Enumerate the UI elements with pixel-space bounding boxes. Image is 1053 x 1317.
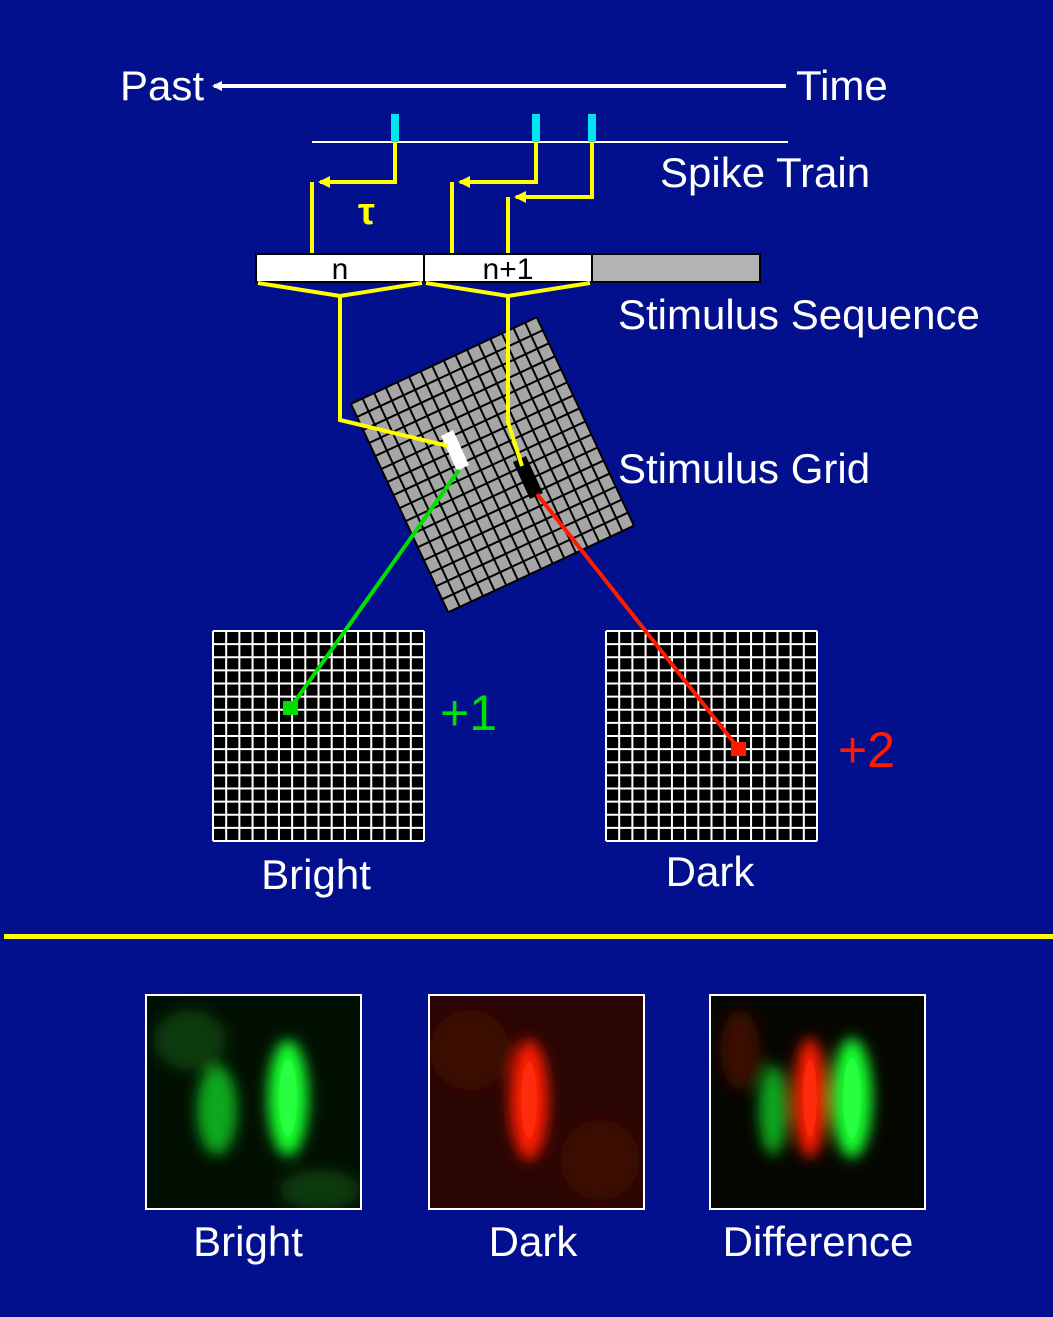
map-bright-label: Bright: [193, 1218, 303, 1265]
bright-increment-marker: [283, 701, 298, 715]
plus-two-label: +2: [838, 722, 895, 778]
stimulus-grid-label: Stimulus Grid: [618, 445, 870, 492]
time-label: Time: [796, 62, 888, 109]
tau-label: τ: [358, 191, 375, 233]
delay-arrow: [458, 142, 538, 188]
stimulus-grid-lines: [350, 316, 635, 614]
map-difference-label: Difference: [723, 1218, 914, 1265]
bright-grid-label: Bright: [261, 851, 371, 898]
dark-grid-label: Dark: [666, 848, 756, 895]
frame-n-to-grid-line: [338, 296, 449, 448]
stimulus-grid-cells: [350, 316, 635, 614]
spike-train-label: Spike Train: [660, 149, 870, 196]
dark-increment-marker: [731, 742, 746, 756]
dark-grid-lines: [605, 630, 818, 842]
dark-stimulus-bar: [513, 456, 543, 499]
spike-mark: [391, 114, 399, 142]
spike-mark: [588, 114, 596, 142]
stimulus-sequence-label: Stimulus Sequence: [618, 291, 980, 338]
spike-mark: [532, 114, 540, 142]
dark-receptive-field-map: [428, 994, 645, 1210]
stimulus-frame-n-label: n: [332, 253, 349, 286]
dark-accumulator-grid: [605, 630, 818, 842]
dark-mapping-line: [535, 492, 741, 751]
bright-stimulus-bar: [441, 430, 469, 471]
delay-arrow: [514, 142, 594, 203]
bright-receptive-field-map: [145, 994, 362, 1210]
stimulus-frame-future: [591, 253, 761, 283]
delay-arrow: [318, 142, 397, 188]
bright-accumulator-grid: [212, 630, 425, 842]
stimulus-frame-n1-label: n+1: [483, 253, 534, 286]
section-divider: [4, 934, 1053, 939]
past-label: Past: [120, 62, 204, 109]
difference-receptive-field-map: [709, 994, 926, 1210]
stimulus-grid: [350, 316, 635, 614]
frame-n1-to-grid-line: [506, 296, 524, 467]
plus-one-label: +1: [440, 685, 497, 741]
map-dark-label: Dark: [489, 1218, 579, 1265]
bright-mapping-line: [289, 468, 461, 709]
